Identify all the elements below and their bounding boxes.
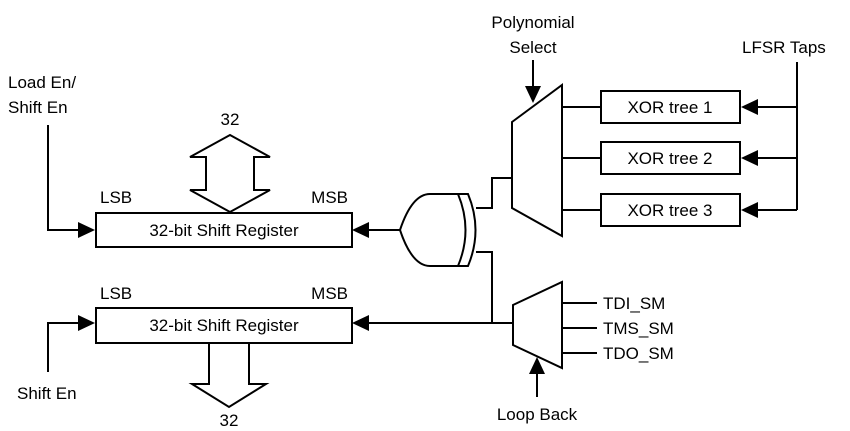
polynomial-select-label-line2: Select (509, 38, 557, 57)
load-shift-en-label-line1: Load En/ (8, 73, 76, 92)
load-shift-en-arrowhead (78, 222, 95, 238)
xor-tree-2-box (600, 141, 741, 175)
bottom-bus-output-arrow (188, 342, 270, 409)
bottom-shift-register (95, 307, 353, 344)
shift-en-arrowhead (78, 315, 95, 331)
loopback-mux-to-bottom-register-arrowhead (352, 315, 369, 331)
bottom-shift-register-label: 32-bit Shift Register (149, 316, 299, 335)
top-shift-register-label: 32-bit Shift Register (149, 221, 299, 240)
load-shift-en-line (47, 125, 80, 231)
bottom-bus-width-label: 32 (220, 411, 239, 430)
polynomial-select-label-line1: Polynomial (491, 13, 574, 32)
shift-en-line (47, 322, 80, 372)
tdo-sm-label: TDO_SM (603, 344, 674, 363)
lfsr-taps-to-tree-3-arrowhead (741, 202, 758, 218)
load-shift-en-label-line2: Shift En (8, 98, 68, 117)
polynomial-select-mux (511, 83, 563, 238)
bottom-register-lsb-label: LSB (100, 284, 132, 303)
loopback-mux (512, 280, 563, 370)
top-register-msb-label: MSB (311, 188, 348, 207)
lfsr-taps-to-tree-1-arrowhead (741, 99, 758, 115)
top-bus-width-label: 32 (221, 110, 240, 129)
top-bus-bidirectional-arrow (189, 133, 271, 214)
poly-mux-to-xor-line (476, 177, 512, 209)
xor-tree-3-box (600, 193, 741, 227)
top-shift-register (95, 212, 353, 248)
xor-gate-input-curve (457, 193, 467, 267)
loop-back-label: Loop Back (497, 405, 578, 424)
bottom-register-msb-label: MSB (311, 284, 348, 303)
polynomial-select-arrowhead (525, 86, 541, 103)
lfsr-taps-label: LFSR Taps (742, 38, 826, 57)
xor-tree-1-box (600, 90, 741, 124)
xor-to-top-register-arrowhead (352, 222, 369, 238)
shift-en-label: Shift En (17, 384, 77, 403)
xor-tree-3-label: XOR tree 3 (627, 201, 712, 220)
xor-gate (398, 193, 477, 267)
tms-sm-label: TMS_SM (603, 319, 674, 338)
top-register-lsb-label: LSB (100, 188, 132, 207)
lfsr-taps-to-tree-2-arrowhead (741, 150, 758, 166)
feedback-line-from-bottom (476, 251, 513, 324)
tdi-sm-label: TDI_SM (603, 294, 665, 313)
xor-tree-1-label: XOR tree 1 (627, 98, 712, 117)
loop-back-arrowhead (529, 357, 545, 374)
xor-tree-2-label: XOR tree 2 (627, 149, 712, 168)
